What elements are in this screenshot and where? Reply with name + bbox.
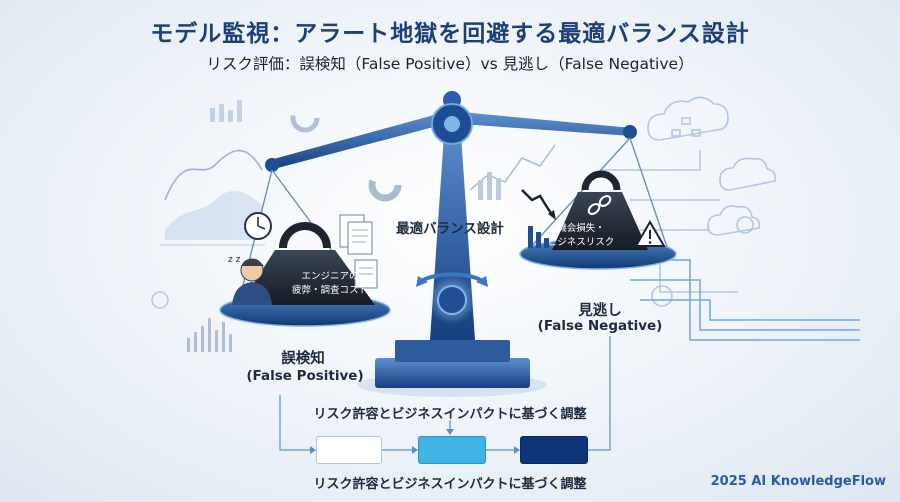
page-subtitle: リスク評価：誤検知（False Positive）vs 見逃し（False Ne… xyxy=(206,55,694,73)
background-charts-left xyxy=(151,100,320,352)
flow-step-low xyxy=(316,436,382,464)
flow-bottom-label: リスク許容とビジネスインパクトに基づく調整 xyxy=(313,477,587,492)
documents-icon xyxy=(339,214,378,289)
flow-step-high xyxy=(520,436,588,464)
engineer-figure: z z xyxy=(228,255,272,305)
svg-text:z z: z z xyxy=(228,255,241,265)
false-negative-subtitle: (False Negative) xyxy=(537,318,663,334)
warning-icon xyxy=(634,220,666,247)
flow-top-label: リスク許容とビジネスインパクトに基づく調整 xyxy=(313,407,587,422)
left-weight xyxy=(240,222,375,305)
right-weight-line2: ビジネスリスク xyxy=(547,237,615,248)
optimal-balance-label: 最適バランス設計 xyxy=(396,221,504,237)
background-cloud-network xyxy=(600,96,777,307)
copyright-text: 2025 AI KnowledgeFlow xyxy=(710,474,886,489)
false-positive-title: 誤検知 xyxy=(281,351,325,367)
left-weight-line1: エンジニアの xyxy=(301,271,359,282)
balance-beam xyxy=(265,103,637,172)
false-positive-subtitle: (False Positive) xyxy=(246,368,364,384)
left-weight-label: エンジニアの 疲弊・調査コスト xyxy=(290,270,370,298)
right-weight-label: 機会損失・ ビジネスリスク xyxy=(540,222,622,250)
right-weight xyxy=(552,170,648,250)
declining-bars-icon xyxy=(521,189,556,248)
background-charts-right xyxy=(368,144,556,202)
page-title: モデル監視：アラート地獄を回避する最適バランス設計 xyxy=(150,21,750,47)
left-weight-line2: 疲弊・調査コスト xyxy=(291,285,368,296)
balance-stand xyxy=(357,91,547,397)
right-weight-line1: 機会損失・ xyxy=(557,223,605,234)
flow-step-mid xyxy=(418,436,486,464)
clock-icon xyxy=(244,212,272,240)
false-negative-title: 見逃し xyxy=(578,303,622,319)
